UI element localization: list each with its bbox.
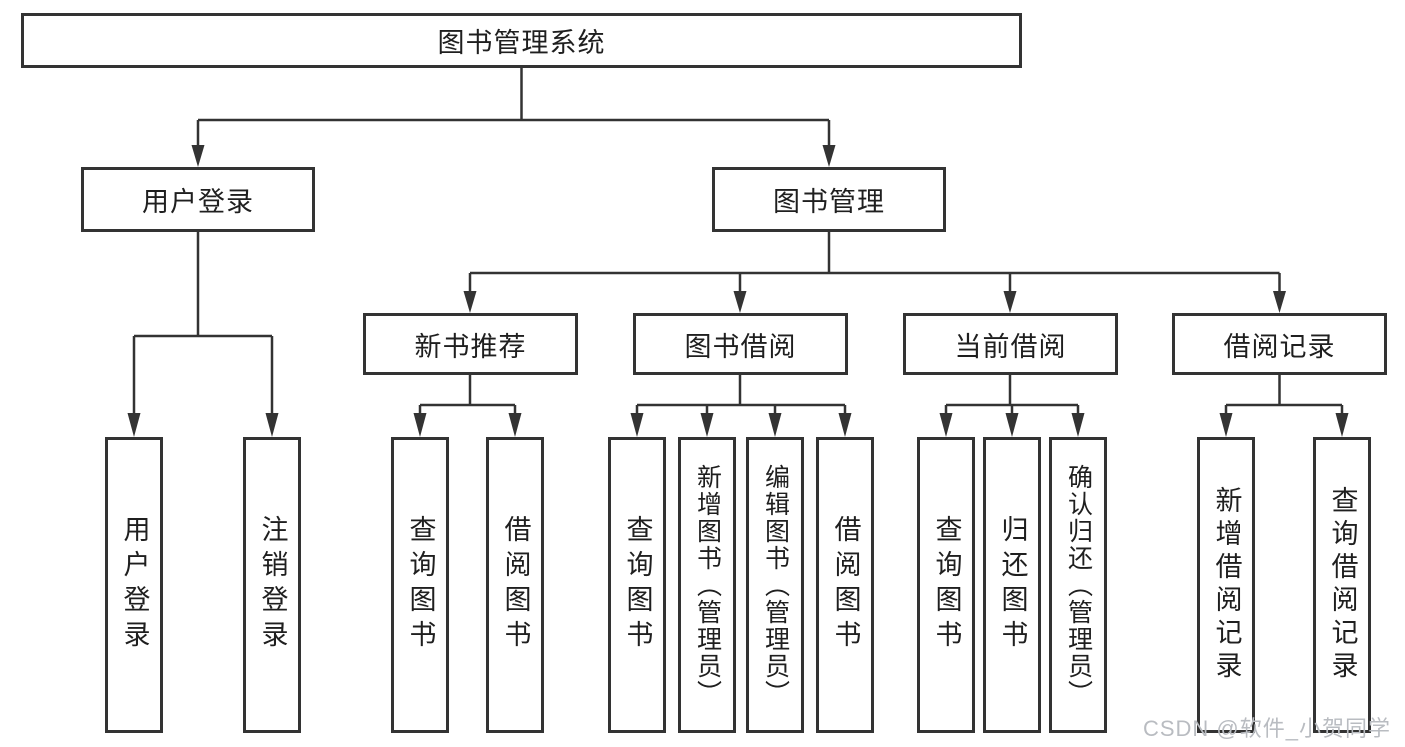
node-label: 查询借阅记录	[1327, 486, 1358, 684]
leaf-br-query-record: 查询借阅记录	[1313, 437, 1371, 733]
node-user-login-branch: 用户登录	[81, 167, 315, 232]
leaf-bb-edit-books-admin: 编辑图书（管理员）	[746, 437, 804, 733]
leaf-user-login: 用户登录	[105, 437, 163, 733]
node-label: 查询图书	[405, 515, 436, 655]
leaf-cb-return-books: 归还图书	[983, 437, 1041, 733]
node-current-borrowing: 当前借阅	[903, 313, 1118, 375]
leaf-br-add-record: 新增借阅记录	[1197, 437, 1255, 733]
node-label: 当前借阅	[954, 331, 1067, 362]
leaf-cb-confirm-return-admin: 确认归还（管理员）	[1049, 437, 1107, 733]
leaf-bb-borrow-books: 借阅图书	[816, 437, 874, 733]
node-label: 图书借阅	[684, 331, 797, 362]
node-borrowing-records: 借阅记录	[1172, 313, 1387, 375]
leaf-nb-borrow-books: 借阅图书	[486, 437, 544, 733]
node-label: 注销登录	[257, 515, 288, 655]
node-label: 确认归还（管理员）	[1064, 463, 1093, 707]
leaf-bb-query-books: 查询图书	[608, 437, 666, 733]
node-new-book-recommendation: 新书推荐	[363, 313, 578, 375]
leaf-logout: 注销登录	[243, 437, 301, 733]
node-label: 查询图书	[931, 515, 962, 655]
leaf-cb-query-books: 查询图书	[917, 437, 975, 733]
node-library-management-system: 图书管理系统	[21, 13, 1022, 68]
node-label: 归还图书	[997, 515, 1028, 655]
node-label: 借阅记录	[1223, 331, 1336, 362]
node-label: 新书推荐	[414, 331, 527, 362]
leaf-bb-add-books-admin: 新增图书（管理员）	[678, 437, 736, 733]
node-label: 编辑图书（管理员）	[761, 463, 790, 707]
csdn-watermark: CSDN @软件_小贺同学	[1142, 716, 1391, 741]
node-label: 图书管理	[773, 187, 885, 217]
node-label: 借阅图书	[830, 515, 861, 655]
node-label: 图书管理系统	[437, 28, 606, 58]
node-book-borrowing: 图书借阅	[633, 313, 848, 375]
node-book-management: 图书管理	[712, 167, 946, 232]
node-label: 查询图书	[622, 515, 653, 655]
node-label: 借阅图书	[500, 515, 531, 655]
node-label: 新增图书（管理员）	[693, 463, 722, 707]
node-label: 用户登录	[119, 515, 150, 655]
node-label: 新增借阅记录	[1211, 486, 1242, 684]
node-label: 用户登录	[142, 187, 254, 217]
leaf-nb-query-books: 查询图书	[391, 437, 449, 733]
